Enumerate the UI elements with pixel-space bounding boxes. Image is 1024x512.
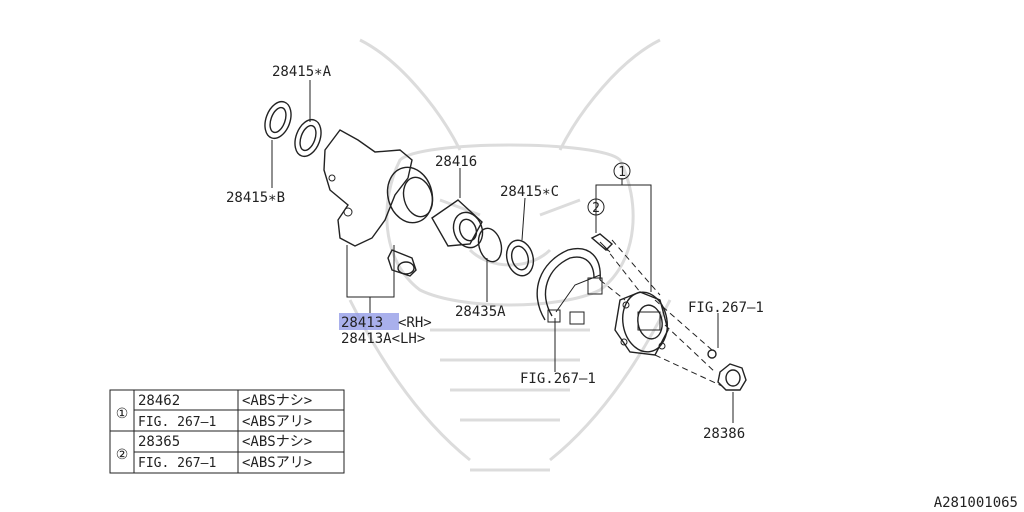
label-28416[interactable]: 28416 [435,154,477,170]
label-28435a[interactable]: 28435A [455,304,506,320]
legend-note: <ABSナシ> [242,393,312,409]
label-fig-267-1-bottom[interactable]: FIG.267–1 [520,371,596,387]
callout-2[interactable]: 2 [587,198,605,216]
legend-part-28462[interactable]: 28462 [138,393,180,409]
housing-28413 [323,129,434,247]
legend-part-fig[interactable]: FIG. 267–1 [138,415,216,430]
assembly-dash-lines [599,239,723,387]
leader-lines [271,80,734,423]
washer-small [707,349,717,359]
label-28386[interactable]: 28386 [703,426,745,442]
snap-ring-28435a [477,227,503,263]
label-28413-side: <RH> [398,315,432,331]
bearing-28416 [431,199,484,249]
label-28415c[interactable]: 28415∗C [500,184,559,200]
legend-note: <ABSナシ> [242,434,312,450]
label-28413[interactable]: 28413 [341,315,383,331]
label-28415a[interactable]: 28415∗A [272,64,332,80]
nut-28386 [717,363,747,391]
legend-part-28365[interactable]: 28365 [138,434,180,450]
callout-1[interactable]: 1 [613,162,631,180]
legend-table: ① ② 28462 <ABSナシ> FIG. 267–1 <ABSアリ> 283… [109,389,345,474]
document-id: A281001065 [934,495,1018,511]
legend-part-fig[interactable]: FIG. 267–1 [138,456,216,471]
abs-tone-ring [536,247,603,325]
legend-key-2: ② [116,447,129,463]
seal-28415c [505,239,535,277]
label-28415b[interactable]: 28415∗B [226,190,285,206]
svg-text:1: 1 [618,165,626,180]
seal-28415a [294,118,322,158]
legend-note: <ABSアリ> [242,414,312,430]
label-fig-267-1-right[interactable]: FIG.267–1 [688,300,764,316]
svg-text:2: 2 [592,201,600,216]
watermark-emblem [348,38,672,472]
label-28413a[interactable]: 28413A<LH> [341,331,425,347]
legend-note: <ABSアリ> [242,455,312,471]
hub-assembly [614,291,669,356]
highlight-28413 [339,313,399,330]
bushing-28413 [387,249,417,277]
seal-28415b [264,100,292,140]
hub-bolt [590,233,614,253]
legend-key-1: ① [116,406,129,422]
